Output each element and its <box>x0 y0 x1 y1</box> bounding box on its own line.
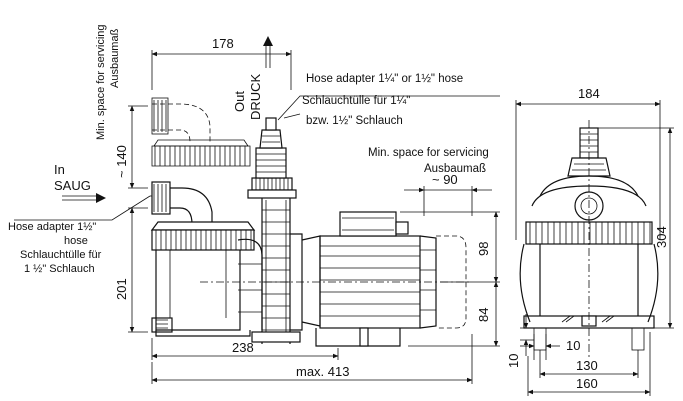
hose-out-en: Hose adapter 1¼" or 1½" hose <box>306 73 463 85</box>
inlet-label-in: In <box>54 162 65 177</box>
servicing-ghost-fan-cover <box>436 235 467 329</box>
dimension-labels: 178 ~ 140 201 238 max. 413 ~ 90 98 84 18… <box>114 36 669 391</box>
servicing-ghost-inlet <box>151 97 251 167</box>
hose-out-de-2: bzw. 1½" Schlauch <box>306 115 403 127</box>
strainer-lid <box>150 221 256 251</box>
dim-140: ~ 140 <box>114 145 129 178</box>
dim-184: 184 <box>578 86 600 101</box>
outlet-label-druck: DRUCK <box>248 73 263 120</box>
flow-arrows <box>62 36 273 203</box>
hose-in-de-1: Schlauchtülle für <box>20 249 102 261</box>
dim-304: 304 <box>654 226 669 248</box>
dim-10-vertical: 10 <box>506 354 521 368</box>
hose-in-en-2: hose <box>64 235 88 247</box>
min-space-top-de: Ausbaumaß <box>109 28 121 88</box>
inlet-label-saug: SAUG <box>54 178 91 193</box>
pump-housing <box>151 238 263 337</box>
annotation-labels: Min. space for servicing Ausbaumaß Out D… <box>8 24 489 275</box>
dim-90: ~ 90 <box>432 172 458 187</box>
min-space-right-en: Min. space for servicing <box>368 147 489 159</box>
dim-10-horizontal: 10 <box>566 338 580 353</box>
min-space-right-de: Ausbaumaß <box>424 163 486 175</box>
side-view-pump <box>150 97 470 347</box>
leader-lines <box>14 95 500 221</box>
dim-238: 238 <box>232 340 254 355</box>
front-view-pump <box>519 120 659 360</box>
hose-in-de-2: 1 ½" Schlauch <box>24 263 95 275</box>
dim-84: 84 <box>476 308 491 322</box>
dim-160: 160 <box>576 376 598 391</box>
dim-201: 201 <box>114 278 129 300</box>
dim-130: 130 <box>576 358 598 373</box>
inlet-elbow <box>151 181 213 225</box>
motor <box>200 211 470 347</box>
dim-98: 98 <box>476 242 491 256</box>
hose-in-en-1: Hose adapter 1½" <box>8 221 96 233</box>
dimension-lines <box>128 50 674 396</box>
outlet-label-out: Out <box>232 91 247 112</box>
dim-413: max. 413 <box>296 364 349 379</box>
dim-178: 178 <box>212 36 234 51</box>
hose-out-de-1: Schlauchtülle für 1¼" <box>302 95 410 107</box>
min-space-top-en: Min. space for servicing <box>95 24 107 140</box>
outlet-tower <box>247 117 301 344</box>
